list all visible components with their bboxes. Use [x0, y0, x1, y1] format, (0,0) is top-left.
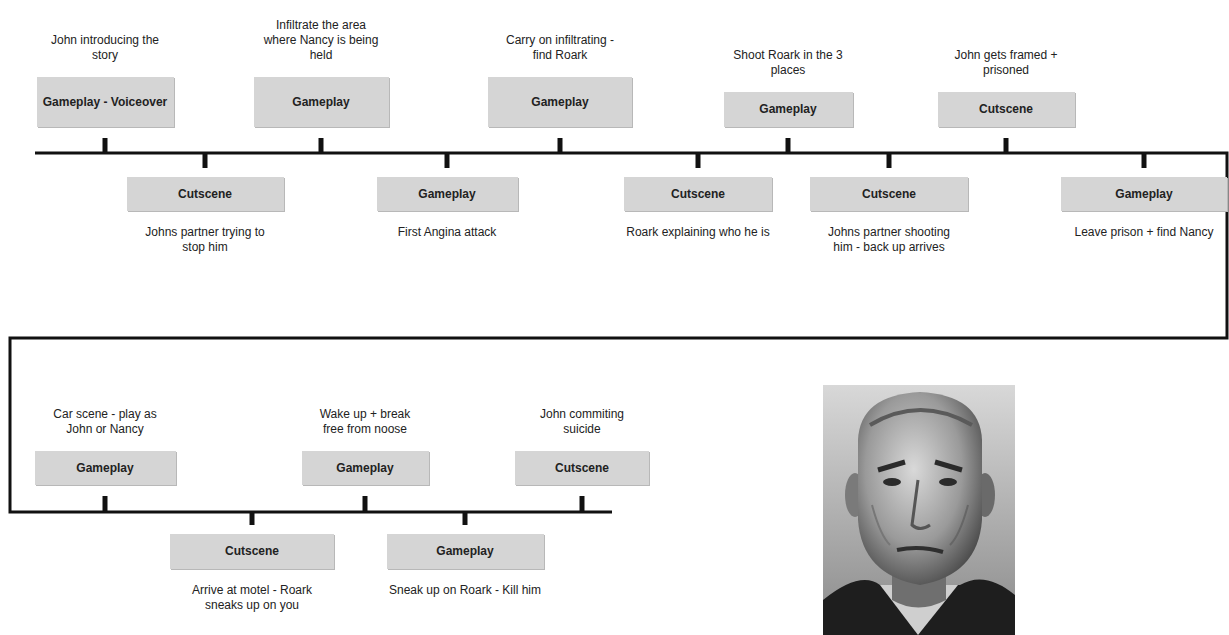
caption-text: Shoot Roark in the 3 places: [733, 48, 843, 78]
box-label: Gameplay: [292, 95, 349, 110]
timeline-box: GameplayInfiltrate the area where Nancy …: [254, 77, 389, 127]
caption-text: Wake up + break free from noose: [310, 407, 420, 437]
box-label: Gameplay: [76, 461, 133, 476]
box-label: Gameplay: [1115, 187, 1172, 202]
box-label: Cutscene: [555, 461, 609, 476]
box-label: Gameplay: [418, 187, 475, 202]
timeline-box: GameplayLeave prison + find Nancy: [1061, 177, 1227, 211]
timeline-line: [10, 153, 1227, 512]
box-label: Gameplay: [531, 95, 588, 110]
timeline-box: CutsceneArrive at motel - Roark sneaks u…: [170, 534, 334, 569]
timeline-box: CutsceneJohn gets framed + prisoned: [938, 92, 1075, 127]
timeline-box: GameplaySneak up on Roark - Kill him: [387, 534, 544, 569]
box-label: Cutscene: [671, 187, 725, 202]
portrait-photo: [823, 385, 1015, 635]
timeline-box: GameplayCarry on infiltrating - find Roa…: [488, 77, 632, 127]
box-label: Gameplay: [759, 102, 816, 117]
caption-text: Arrive at motel - Roark sneaks up on you: [177, 583, 327, 613]
caption-text: Car scene - play as John or Nancy: [40, 407, 170, 437]
caption-text: Roark explaining who he is: [616, 225, 781, 240]
box-label: Cutscene: [178, 187, 232, 202]
box-label: Gameplay: [436, 544, 493, 559]
timeline-box: GameplayCar scene - play as John or Nanc…: [35, 451, 176, 485]
timeline-box: CutsceneJohn commiting suicide: [515, 451, 649, 485]
caption-text: Carry on infiltrating - find Roark: [495, 33, 625, 63]
caption-text: Johns partner trying to stop him: [143, 225, 268, 255]
box-label: Cutscene: [862, 187, 916, 202]
caption-text: John commiting suicide: [522, 407, 642, 437]
timeline-box: GameplayShoot Roark in the 3 places: [724, 92, 853, 127]
caption-text: Infiltrate the area where Nancy is being…: [259, 18, 384, 63]
timeline-box: GameplayFirst Angina attack: [377, 177, 518, 211]
timeline-box: Gameplay - VoiceoverJohn introducing the…: [37, 77, 174, 127]
timeline-box: CutsceneJohns partner trying to stop him: [127, 177, 284, 211]
caption-text: John gets framed + prisoned: [946, 48, 1066, 78]
box-label: Cutscene: [225, 544, 279, 559]
caption-text: Leave prison + find Nancy: [1074, 225, 1214, 240]
timeline-box: CutsceneRoark explaining who he is: [624, 177, 772, 211]
box-label: Gameplay: [336, 461, 393, 476]
timeline-box: CutsceneJohns partner shooting him - bac…: [810, 177, 968, 211]
box-label: Cutscene: [979, 102, 1033, 117]
caption-text: John introducing the story: [40, 33, 170, 63]
caption-text: Sneak up on Roark - Kill him: [383, 583, 548, 598]
box-label: Gameplay - Voiceover: [43, 95, 168, 110]
timeline-box: GameplayWake up + break free from noose: [302, 451, 429, 485]
caption-text: Johns partner shooting him - back up arr…: [827, 225, 952, 255]
caption-text: First Angina attack: [367, 225, 527, 240]
